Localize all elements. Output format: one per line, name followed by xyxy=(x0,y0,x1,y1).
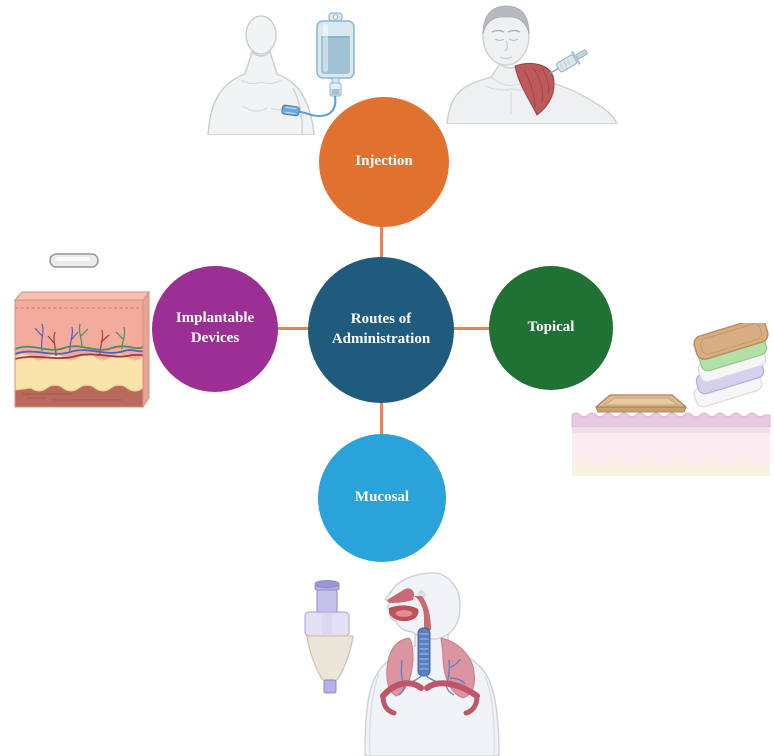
node-injection-label: Injection xyxy=(355,153,413,170)
node-topical: Topical xyxy=(489,266,613,390)
implant-capsule-icon xyxy=(49,253,99,268)
blood-vessels xyxy=(14,323,144,360)
node-implantable-devices: Implantable Devices xyxy=(152,266,278,392)
patch-on-skin-icon xyxy=(595,394,687,413)
fat-layer xyxy=(14,353,144,392)
transdermal-patch-illustration xyxy=(570,323,772,476)
iv-catheter-icon xyxy=(281,104,300,117)
skin-cross-section-icon xyxy=(13,290,150,409)
nebulizer-icon xyxy=(304,580,354,694)
connector-center-to-injection xyxy=(380,226,383,259)
node-routes-of-administration: Routes of Administration xyxy=(308,257,454,403)
nasal-cavity xyxy=(387,588,414,603)
implant-under-skin-illustration xyxy=(12,250,152,410)
connector-center-to-mucosal xyxy=(380,402,383,436)
iv-bag-icon xyxy=(316,12,355,97)
connector-center-to-topical xyxy=(453,327,491,330)
inhalation-illustration xyxy=(293,568,511,756)
respiratory-tract-person-icon xyxy=(364,572,500,756)
patch-layer-stack-icon xyxy=(693,323,769,408)
patient-silhouette-icon xyxy=(207,15,315,135)
iv-tube-icon xyxy=(281,95,337,118)
iv-infusion-illustration xyxy=(205,10,355,135)
node-mucosal-label: Mucosal xyxy=(354,489,410,506)
syringe-icon xyxy=(548,49,588,75)
node-routes-of-administration-label: Routes of Administration xyxy=(331,311,431,347)
trachea xyxy=(417,627,431,677)
muscle-layer xyxy=(15,386,143,407)
diaphragm xyxy=(380,680,480,716)
node-topical-label: Topical xyxy=(527,319,575,336)
deltoid-muscle-icon xyxy=(514,62,555,116)
skin-surface-icon xyxy=(571,412,771,476)
intramuscular-injection-illustration xyxy=(445,2,620,124)
oral-cavity xyxy=(389,596,431,630)
node-injection: Injection xyxy=(319,97,449,227)
connector-center-to-implantable xyxy=(277,327,310,330)
node-mucosal: Mucosal xyxy=(318,434,446,562)
node-implantable-devices-label: Implantable Devices xyxy=(175,310,255,346)
